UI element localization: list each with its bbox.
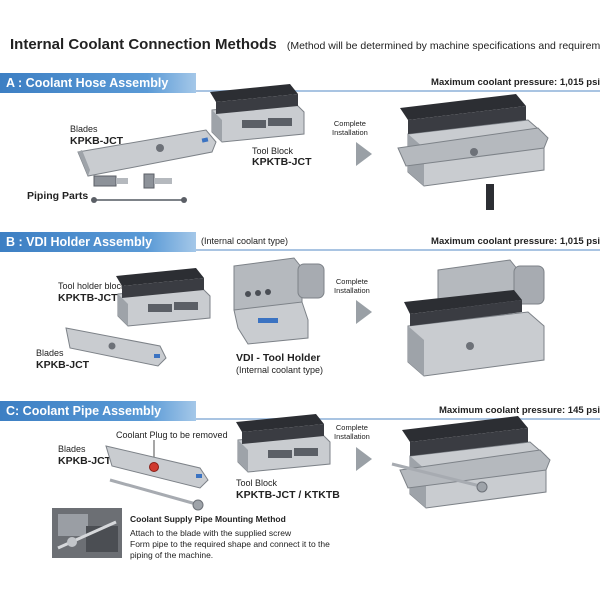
section-a-blades-code: KPKB-JCT [70,135,124,147]
title-main: Internal Coolant Connection Methods [10,36,277,53]
section-b-vdi-label: VDI - Tool Holder [236,352,321,364]
section-b-tool-block-image [116,268,211,327]
section-a-assembly-image [397,94,549,210]
section-a-block-label: Tool Block [252,146,294,156]
section-a-block-code: KPKTB-JCT [252,156,312,168]
section-c-header: C: Coolant Pipe Assembly [0,401,600,421]
section-a-arrow-icon [356,142,372,166]
section-a-blade-image [77,129,217,177]
section-b-header: B : VDI Holder Assembly [0,232,600,252]
section-c-pressure: Maximum coolant pressure: 145 psi [438,405,600,416]
section-a-piping-image [91,173,187,203]
section-b-blades-label: Blades [36,348,64,358]
section-b-complete-label: Complete Installation [334,277,370,295]
section-c-block-label: Tool Block [236,478,278,488]
section-c-blades-code: KPKB-JCT [58,455,112,467]
section-b-blade-image [65,327,167,367]
section-c-mount-text: Attach to the blade with the supplied sc… [130,528,330,560]
section-b-vdi-holder-image [233,257,325,345]
page-title: Internal Coolant Connection Methods (Met… [10,36,600,53]
section-c-block-code: KPKTB-JCT / KTKTB [236,489,340,501]
section-a-header: A : Coolant Hose Assembly [0,73,600,93]
section-a-tab: A : Coolant Hose Assembly [0,73,196,93]
section-b-note: (Internal coolant type) [201,236,289,246]
section-c-blade-image [105,440,209,511]
section-c-plug-label: Coolant Plug to be removed [116,430,228,440]
section-c-blades-label: Blades [58,444,86,454]
title-note: (Method will be determined by machine sp… [286,40,600,52]
section-c-mount-title: Coolant Supply Pipe Mounting Method [130,514,286,524]
section-b-assembly-image [404,259,545,377]
section-b-blades-code: KPKB-JCT [36,359,90,371]
section-c-assembly-image [391,416,551,509]
section-a-complete-label: Complete Installation [332,119,368,137]
section-a-blades-label: Blades [70,124,98,134]
section-c-tab: C: Coolant Pipe Assembly [0,401,196,421]
section-a-tool-block-image [210,84,305,143]
section-b-arrow-icon [356,300,372,324]
section-b-block-label: Tool holder block [58,281,126,291]
section-c-arrow-icon [356,447,372,471]
section-c-rule [196,418,600,420]
section-b-vdi-note: (Internal coolant type) [236,365,324,375]
section-a-rule [196,90,600,92]
section-c-complete-label: Complete Installation [334,423,370,441]
section-c-mounting-photo [52,508,122,558]
section-b-rule [196,249,600,251]
section-a-pressure: Maximum coolant pressure: 1,015 psi [431,77,600,88]
section-b-pressure: Maximum coolant pressure: 1,015 psi [431,236,600,247]
section-b-block-code: KPKTB-JCT [58,292,118,304]
section-a-piping-label: Piping Parts [27,190,89,202]
section-b-tab: B : VDI Holder Assembly [0,232,196,252]
section-c-tool-block-image [236,414,331,473]
